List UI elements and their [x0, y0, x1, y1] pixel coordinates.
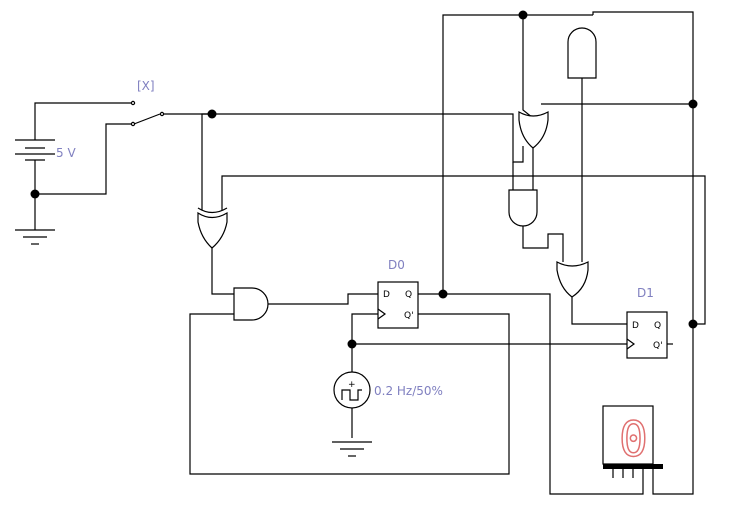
d1-label: D1 [637, 286, 654, 300]
and-gate-lower [508, 189, 538, 227]
clock-label: 0.2 Hz/50% [374, 384, 443, 398]
battery-5v [15, 139, 55, 161]
d0-pin-q: Q [405, 290, 412, 300]
d1-pin-d: D [632, 321, 639, 331]
clock-plus-sign: + [348, 380, 356, 390]
ground-symbol-clock [332, 441, 372, 457]
d0-pin-d: D [383, 290, 390, 300]
d0-label: D0 [388, 258, 405, 272]
d1-pin-qbar: Q' [653, 341, 663, 351]
wires [34, 11, 706, 495]
d1-pin-q: Q [654, 321, 661, 331]
toggle-switch[interactable] [130, 100, 165, 127]
d0-pin-qbar: Q' [404, 311, 414, 321]
flip-flop-d1: D Q Q' [626, 311, 668, 359]
battery-label: 5 V [56, 146, 76, 160]
and-gate-middle [233, 287, 269, 321]
xor-gate [197, 207, 228, 249]
display-digit: 0 [619, 412, 648, 468]
switch-key-label: [X] [137, 79, 155, 93]
flip-flop-d0: D Q Q' [377, 281, 419, 329]
and-gate-top [567, 27, 597, 79]
seven-segment-display: 0 [602, 405, 663, 478]
or-gate-upper [518, 110, 549, 149]
junction-dots [30, 10, 698, 349]
or-gate-lower [556, 261, 589, 298]
clock-source: + [333, 371, 371, 409]
ground-symbol [15, 229, 55, 245]
